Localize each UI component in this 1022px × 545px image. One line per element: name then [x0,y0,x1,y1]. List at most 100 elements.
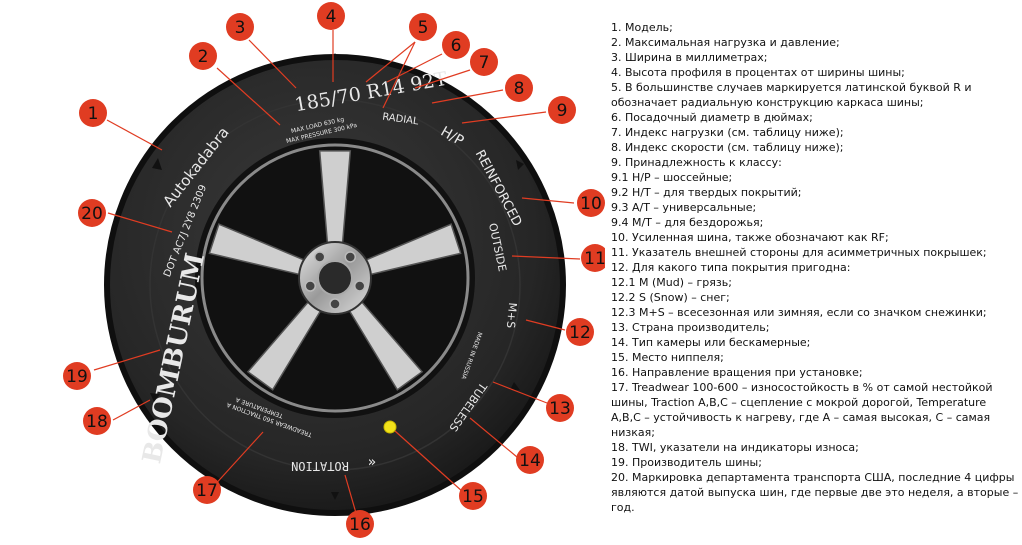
callout-number: 1 [88,104,99,124]
callout-number: 7 [479,53,490,73]
callout-10: 10 [577,189,605,217]
legend-item: 6. Посадочный диаметр в дюймах; [611,111,813,124]
legend-item: 17. Treadwear 100-600 – износостойкость … [611,381,993,439]
callout-number: 17 [196,481,218,501]
callout-leaders [93,30,581,521]
legend-list: 1. Модель;2. Максимальная нагрузка и дав… [611,20,1019,515]
leader-10 [521,197,575,204]
legend-item: 12.1 M (Mud) – грязь; [611,276,732,289]
leader-20 [107,212,173,233]
legend-item: 1. Модель; [611,21,673,34]
callout-circle [226,13,254,41]
callout-12: 12 [566,318,594,346]
tire-construction-label: RADIAL [382,112,420,128]
lug-nut [329,298,341,310]
callout-circle [78,199,106,227]
callout-11: 11 [581,244,605,272]
twi-marker-icon [331,492,339,500]
leader-17 [211,431,264,489]
callout-circle [83,407,111,435]
tire-rotation-label: ROTATION [291,459,349,473]
callout-5: 5 [409,13,437,41]
twi-marker-icon [516,160,524,170]
callout-3: 3 [226,13,254,41]
legend-item: 15. Место ниппеля; [611,351,724,364]
legend-item: 8. Индекс скорости (см. таблицу ниже); [611,141,844,154]
callout-15: 15 [459,482,487,510]
callout-circle [346,510,374,538]
callout-circle [546,394,574,422]
callout-number: 11 [584,249,605,269]
callout-circle [63,362,91,390]
leader-5a [365,41,416,83]
callout-number: 2 [198,47,209,67]
callout-circle [442,31,470,59]
lug-nut [344,251,357,263]
leader-2 [216,67,281,126]
callout-number: 9 [557,101,568,121]
callout-1: 1 [79,99,107,127]
callout-circle [505,74,533,102]
callout-number: 19 [66,367,88,387]
callout-circle [459,482,487,510]
tire-diagram: 185/70 R14 92T MAX LOAD 630 kg MAX PRESS… [63,2,605,538]
legend-item: 11. Указатель внешней стороны для асимме… [611,246,987,259]
tire-season-label: M+S [504,302,519,329]
legend-item: 10. Усиленная шина, также обозначают как… [611,231,889,244]
callout-16: 16 [346,510,374,538]
callout-2: 2 [189,42,217,70]
legend-item: 16. Направление вращения при установке; [611,366,863,379]
leader-5b [382,41,416,109]
legend-item: 9.4 M/T – для бездорожья; [611,216,764,229]
callout-circle [409,13,437,41]
lug-nut [313,251,326,263]
callout-number: 8 [514,79,525,99]
leader-7 [414,69,471,89]
legend-item: 12.2 S (Snow) – снег; [611,291,730,304]
callout-circle [189,42,217,70]
legend-item: 5. В большинстве случаев маркируется лат… [611,81,972,109]
callout-circle [317,2,345,30]
callout-circle [577,189,605,217]
lug-nut [353,280,366,292]
legend-item: 12.3 M+S – всесезонная или зимняя, если … [611,306,987,319]
callout-number: 3 [235,18,246,38]
callout-14: 14 [516,446,544,474]
callout-19: 19 [63,362,91,390]
legend-item: 4. Высота профиля в процентах от ширины … [611,66,905,79]
leader-11 [511,255,581,260]
leader-12 [525,319,566,331]
callout-number: 10 [580,194,602,214]
tire-sidewall-ring [149,99,521,471]
callout-number: 14 [519,451,541,471]
callout-18: 18 [83,407,111,435]
callout-7: 7 [470,48,498,76]
callout-number: 13 [549,399,571,419]
callout-13: 13 [546,394,574,422]
callout-number: 4 [326,7,337,27]
legend-item: 9. Принадлежность к классу: [611,156,782,169]
tire-rotation-chevrons-icon: « [368,454,377,470]
valve-marker [383,420,397,434]
callout-number: 5 [418,18,429,38]
lug-nut [304,280,317,292]
leader-1 [106,119,163,151]
twi-marker-icon [150,393,160,402]
callout-circle [581,244,605,272]
legend-item: 9.3 A/T – универсальные; [611,201,757,214]
callout-8: 8 [505,74,533,102]
leader-6 [386,53,443,83]
callout-circle [548,96,576,124]
callout-circle [566,318,594,346]
callout-6: 6 [442,31,470,59]
leader-15 [394,430,464,493]
legend-item: 7. Индекс нагрузки (см. таблицу ниже); [611,126,844,139]
legend-item: 13. Страна производитель; [611,321,770,334]
rim-lug-nuts [304,251,366,310]
legend-item: 12. Для какого типа покрытия пригодна: [611,261,851,274]
callout-circle [516,446,544,474]
legend-item: 9.2 H/T – для твердых покрытий; [611,186,802,199]
leader-9 [461,111,547,124]
callout-17: 17 [193,476,221,504]
